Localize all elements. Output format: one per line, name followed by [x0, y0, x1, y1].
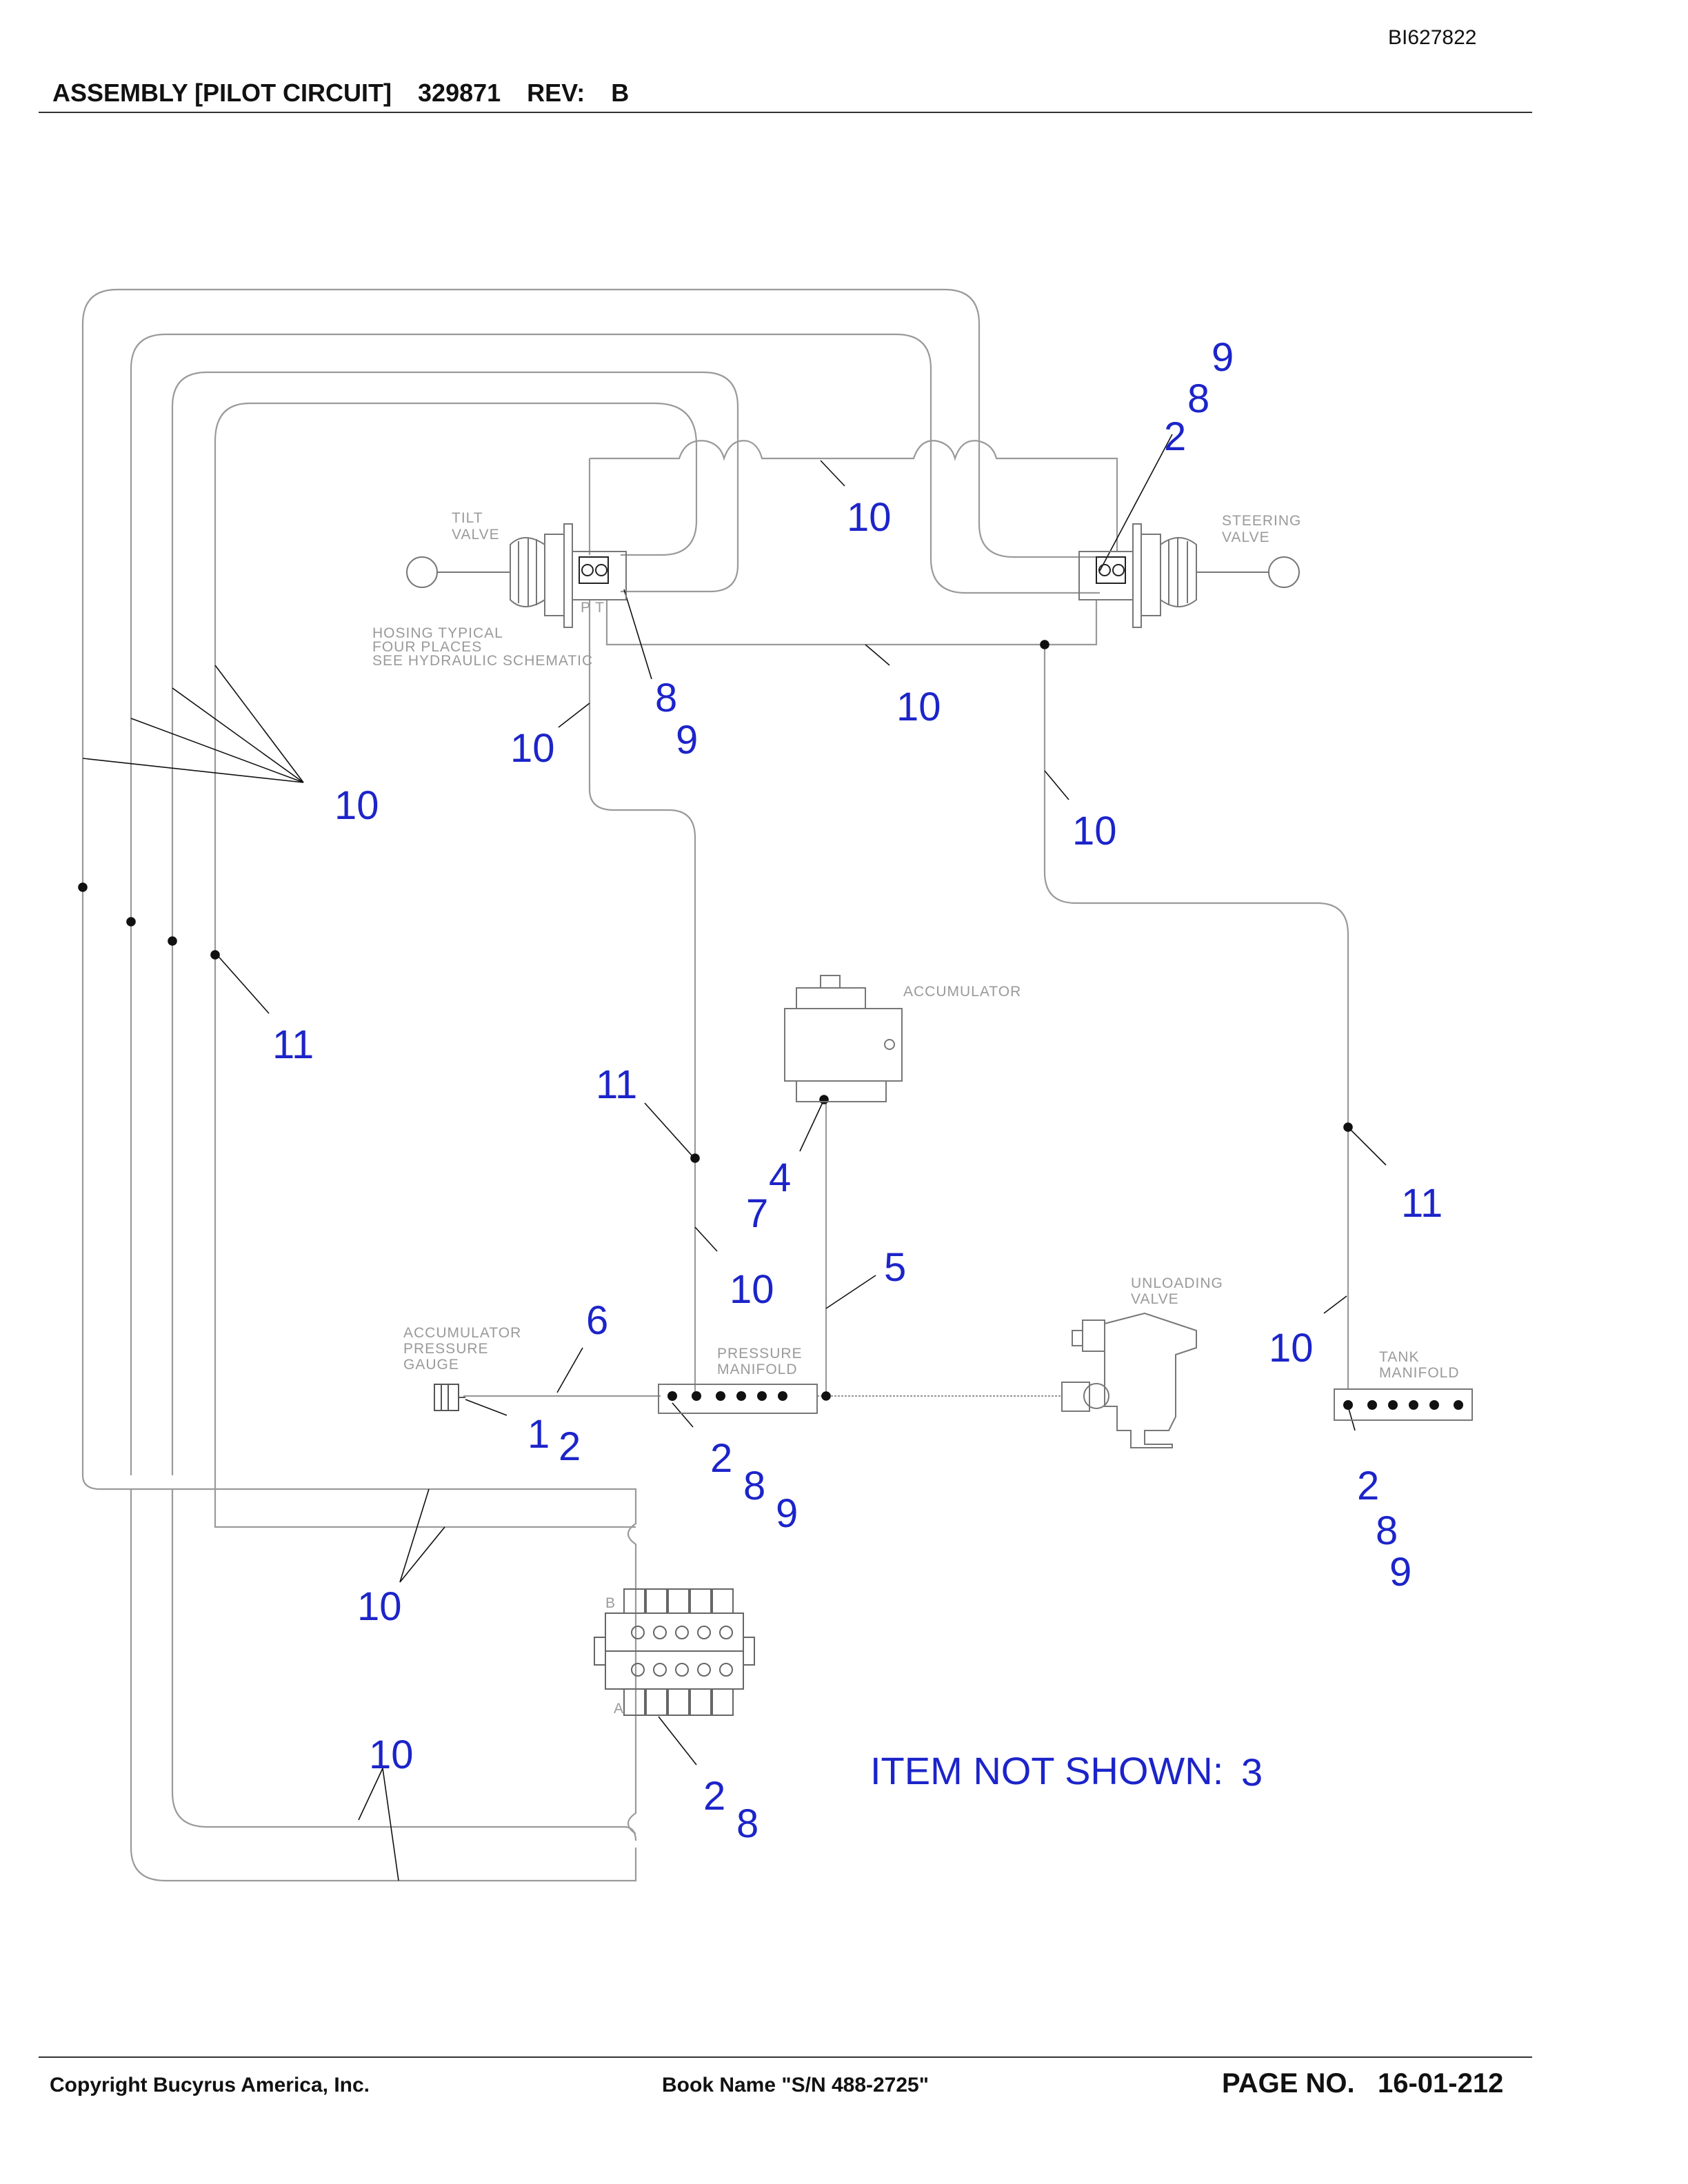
leader-lines — [78, 434, 1387, 1881]
pressure-manifold — [658, 1384, 818, 1414]
callout-10: 10 — [510, 726, 555, 771]
tank-manifold-label-2: MANIFOLD — [1379, 1365, 1460, 1381]
hose-bottom-3 — [110, 1488, 637, 1606]
callout-10: 10 — [1072, 809, 1117, 853]
callout-2: 2 — [1164, 414, 1186, 459]
item-not-shown-label: ITEM NOT SHOWN: — [870, 1749, 1223, 1792]
footer-copyright: Copyright Bucyrus America, Inc. — [50, 2074, 370, 2096]
hose-bottom-2 — [171, 1489, 637, 1841]
hosing-note-1: HOSING TYPICAL — [372, 625, 503, 641]
hose-tilt-to-pm — [588, 600, 696, 1396]
callout-11: 11 — [1401, 1181, 1443, 1226]
accumulator-label: ACCUMULATOR — [903, 984, 1021, 1000]
steering-valve — [1078, 523, 1300, 628]
hosing-note-3: SEE HYDRAULIC SCHEMATIC — [372, 653, 593, 669]
hose-tilt-steer — [605, 600, 1098, 646]
footer-book-name: Book Name "S/N 488-2725" — [662, 2074, 929, 2096]
callout-10: 10 — [730, 1267, 774, 1312]
callout-1: 1 — [528, 1412, 550, 1457]
callout-10: 10 — [1269, 1326, 1314, 1371]
gauge-label-3: GAUGE — [403, 1357, 459, 1373]
callout-2: 2 — [559, 1424, 581, 1469]
hose-outer-4 — [214, 402, 698, 1489]
hose-lines — [81, 288, 1349, 1882]
tank-manifold — [1334, 1388, 1473, 1421]
tilt-valve-label-1: TILT — [452, 510, 483, 526]
callout-10: 10 — [369, 1732, 414, 1777]
tilt-valve-label-2: VALVE — [452, 527, 500, 543]
unloading-valve-label-2: VALVE — [1131, 1291, 1179, 1307]
accumulator — [784, 975, 903, 1102]
steering-valve-label-2: VALVE — [1222, 529, 1270, 545]
document-id: BI627822 — [1388, 26, 1477, 49]
callout-8: 8 — [743, 1464, 765, 1508]
hose-outer-2 — [130, 333, 1100, 1475]
hose-cv-right — [627, 1606, 637, 1834]
hose-outer-3 — [171, 371, 739, 1475]
callout-9: 9 — [1212, 335, 1234, 380]
pressure-manifold-label-1: PRESSURE — [717, 1346, 803, 1362]
callout-10: 10 — [334, 783, 379, 828]
hose-bottom-1 — [130, 1489, 637, 1882]
callout-11: 11 — [272, 1022, 314, 1067]
callouts: 9 8 2 10 8 9 10 10 10 10 11 11 4 7 11 10… — [272, 335, 1443, 1846]
callout-8: 8 — [1376, 1508, 1398, 1553]
page-header: ASSEMBLY [PILOT CIRCUIT] 329871 REV: B — [52, 79, 655, 108]
tilt-port-label: P T — [581, 600, 605, 616]
rev-value: B — [611, 79, 630, 107]
hose-bottom-4 — [214, 1489, 636, 1528]
hose-steer-to-tank — [1043, 645, 1349, 1389]
footer-rule — [39, 2056, 1532, 2058]
hose-top-cross — [590, 440, 1118, 552]
callout-10: 10 — [847, 495, 892, 540]
pressure-manifold-label-2: MANIFOLD — [717, 1362, 798, 1377]
hose-wrap-1 — [81, 1475, 110, 1490]
gauge-label-2: PRESSURE — [403, 1341, 489, 1357]
callout-2: 2 — [1357, 1464, 1379, 1508]
callout-4: 4 — [769, 1155, 791, 1200]
callout-10: 10 — [357, 1584, 402, 1629]
port-b-label: B — [605, 1595, 616, 1611]
rev-label: REV: — [527, 79, 585, 107]
unloading-valve-label-1: UNLOADING — [1131, 1275, 1223, 1291]
callout-9: 9 — [1389, 1550, 1411, 1595]
steering-valve-label-1: STEERING — [1222, 513, 1301, 529]
callout-2: 2 — [703, 1774, 725, 1819]
page-number: 16-01-212 — [1377, 2068, 1504, 2099]
hosing-note-2: FOUR PLACES — [372, 639, 482, 655]
header-rule — [39, 112, 1532, 113]
accumulator-pressure-gauge — [434, 1384, 465, 1411]
footer-page: PAGE NO. 16-01-212 — [1222, 2068, 1503, 2099]
callout-8: 8 — [736, 1801, 758, 1846]
unloading-valve — [1061, 1312, 1197, 1448]
assembly-title: ASSEMBLY [PILOT CIRCUIT] — [52, 79, 392, 107]
callout-5: 5 — [884, 1245, 906, 1290]
port-a-label: A — [614, 1701, 624, 1717]
tilt-valve — [406, 523, 627, 628]
gauge-label-1: ACCUMULATOR — [403, 1325, 521, 1341]
callout-9: 9 — [776, 1491, 798, 1536]
page-label: PAGE NO. — [1222, 2068, 1355, 2099]
callout-8: 8 — [655, 676, 677, 720]
control-valve-bank — [594, 1588, 755, 1716]
callout-8: 8 — [1187, 376, 1209, 421]
hose-outer-1 — [81, 288, 1100, 1475]
callout-11: 11 — [596, 1062, 637, 1107]
item-not-shown-value: 3 — [1241, 1750, 1263, 1794]
callout-9: 9 — [676, 718, 698, 762]
part-number: 329871 — [418, 79, 501, 107]
callout-7: 7 — [746, 1191, 768, 1236]
callout-10: 10 — [896, 685, 941, 729]
callout-6: 6 — [586, 1298, 608, 1343]
tank-manifold-label-1: TANK — [1379, 1349, 1419, 1365]
callout-2: 2 — [710, 1436, 732, 1481]
